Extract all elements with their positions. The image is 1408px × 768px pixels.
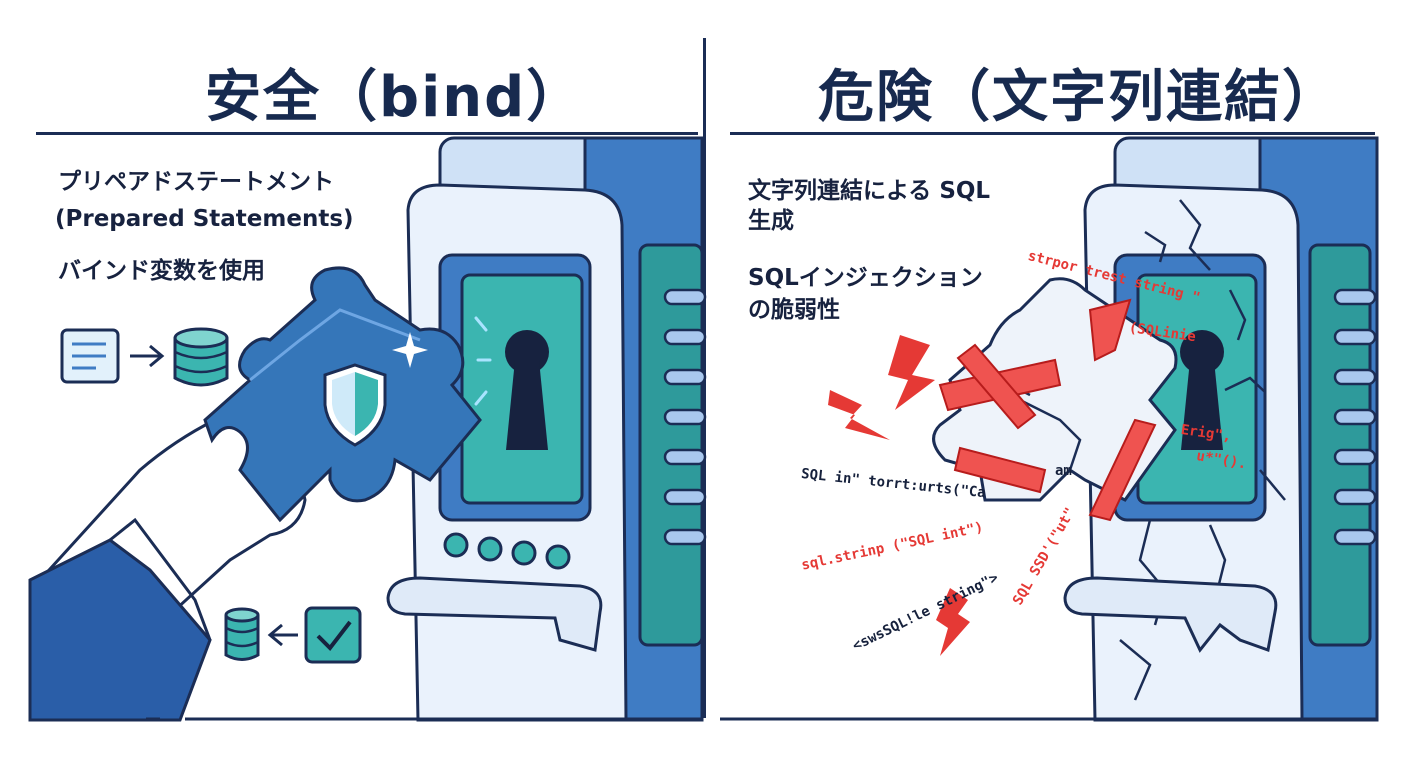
document-icon <box>60 328 120 384</box>
puzzle-piece-icon <box>203 266 482 523</box>
safe-door <box>386 183 628 722</box>
safe-caption-bind-vars: バインド変数を使用 <box>58 258 265 284</box>
tape-icon <box>938 298 1157 522</box>
database-icon-bottom <box>224 607 260 661</box>
danger-title: 危険（文字列連結） <box>818 65 1340 130</box>
door-buttons <box>443 532 571 570</box>
keyhole-icon <box>505 330 549 450</box>
shield-icon <box>323 363 387 447</box>
broken-handle <box>1063 576 1278 653</box>
danger-caption-generate: 生成 <box>748 208 794 234</box>
code-snippet-4: am <box>1055 463 1072 479</box>
safe-caption-prepared-en: (Prepared Statements) <box>55 206 354 232</box>
door-handle <box>386 576 603 652</box>
safe-caption-prepared-jp: プリペアドステートメント <box>58 169 334 195</box>
danger-title-underline <box>730 132 1375 135</box>
safe-title-underline <box>36 132 698 135</box>
danger-caption-injection: SQLインジェクション <box>748 265 983 291</box>
arrow-right-icon <box>130 344 165 368</box>
database-icon <box>173 327 229 387</box>
arrow-left-icon <box>267 623 298 647</box>
hand-icon <box>28 406 307 722</box>
checkmark-icon <box>304 606 362 664</box>
cracked-keyhole-icon <box>1180 330 1224 450</box>
safe-title: 安全（bind） <box>205 65 585 130</box>
danger-door <box>1063 183 1304 722</box>
danger-caption-concat: 文字列連結による SQL <box>748 178 991 204</box>
danger-caption-vuln: の脆弱性 <box>748 297 840 323</box>
vent-slots <box>663 288 707 546</box>
lightning-icon <box>828 335 970 656</box>
